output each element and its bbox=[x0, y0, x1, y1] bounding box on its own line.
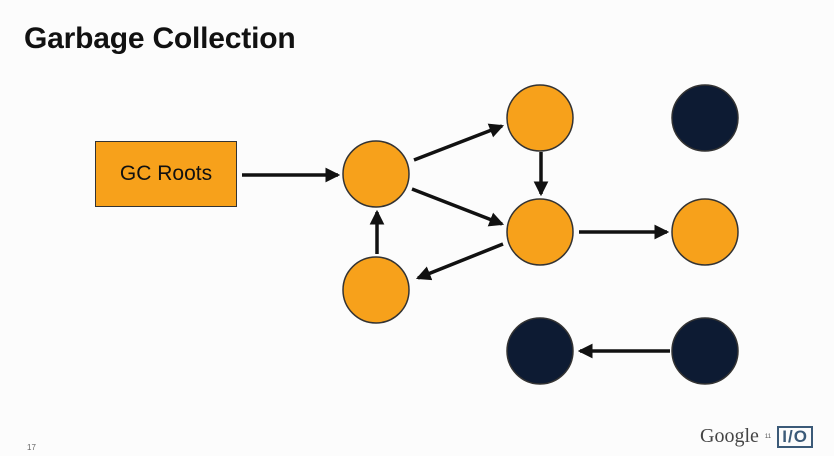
reachable-node-a bbox=[342, 140, 410, 208]
reachable-node-b bbox=[506, 84, 574, 152]
reachable-node-d bbox=[342, 256, 410, 324]
arrow-node-c-to-node-d bbox=[415, 242, 504, 281]
arrow-node-a-to-node-b bbox=[413, 123, 505, 162]
event-year: 11 bbox=[764, 433, 772, 440]
gc-roots-box: GC Roots bbox=[95, 141, 237, 207]
unreachable-node-h bbox=[506, 317, 574, 385]
reachable-node-c bbox=[506, 198, 574, 266]
unreachable-node-f bbox=[671, 84, 739, 152]
page-number: 17 bbox=[27, 443, 36, 452]
slide-title: Garbage Collection bbox=[24, 22, 296, 55]
reachable-node-e bbox=[671, 198, 739, 266]
unreachable-node-g bbox=[671, 317, 739, 385]
io-badge: I/O bbox=[777, 425, 814, 448]
gc-roots-label: GC Roots bbox=[119, 162, 213, 185]
google-wordmark: Google bbox=[700, 425, 759, 447]
arrow-node-a-to-node-c bbox=[411, 187, 505, 227]
google-io-logo: Google 11 I/O bbox=[700, 425, 814, 448]
